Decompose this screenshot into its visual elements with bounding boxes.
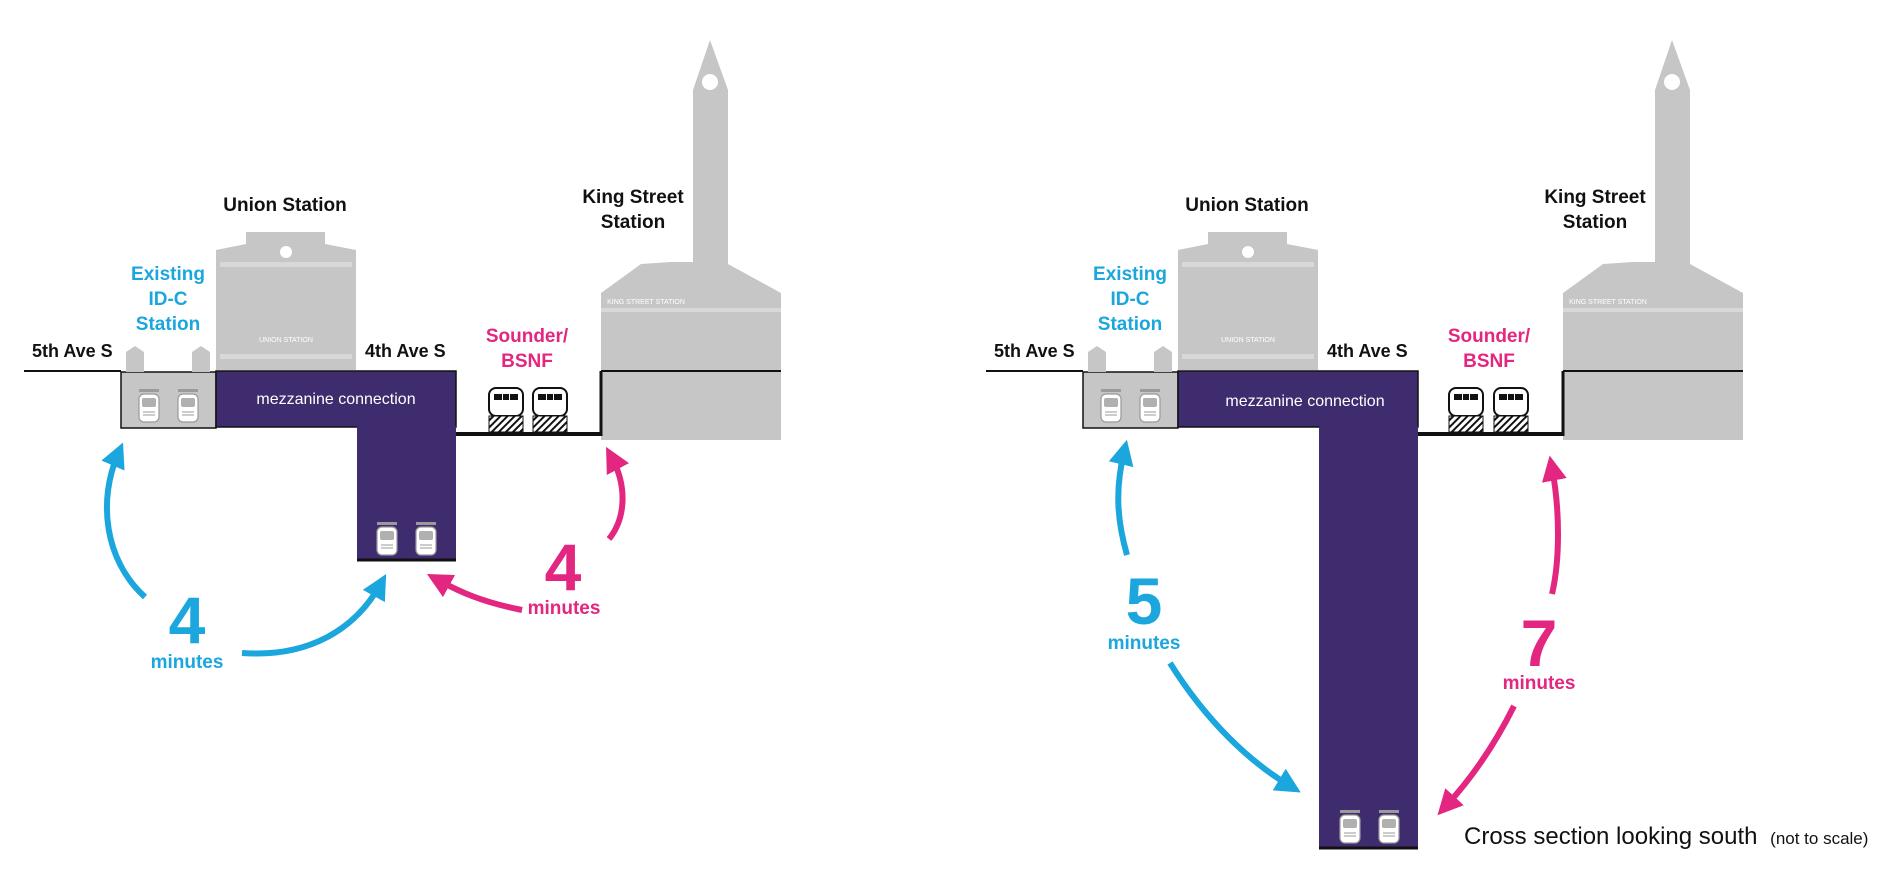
blue-arrow-to-platform (1167, 661, 1301, 793)
caption-note: (not to scale) (1770, 829, 1868, 848)
blue-arrow-to-idc (101, 442, 148, 600)
left-panel-current-layout: UNION STATION KING STREET STATION mezzan… (24, 40, 781, 673)
sounder-label-line1: Sounder/ (486, 326, 569, 347)
blue-arrow-to-idc (1108, 439, 1134, 556)
blue-minutes-value: 5 (1126, 564, 1163, 638)
existing-label-line1: Existing (1093, 264, 1167, 285)
pink-arrow-to-platform (426, 573, 523, 613)
blue-arrow-to-platform (241, 574, 387, 657)
king-street-label-line1: King Street (1544, 187, 1646, 208)
blue-minutes-unit: minutes (151, 652, 224, 673)
union-station-building: UNION STATION (1178, 232, 1318, 370)
existing-idc-station-box (1082, 371, 1179, 429)
blue-minutes-unit: minutes (1108, 633, 1181, 654)
union-station-sign: UNION STATION (1221, 337, 1275, 344)
pink-arrow-to-platform (1437, 704, 1517, 816)
king-street-sign: KING STREET STATION (607, 299, 685, 306)
union-station-label: Union Station (1185, 195, 1308, 216)
sounder-train (488, 387, 524, 433)
fourth-ave-label: 4th Ave S (365, 341, 446, 361)
sounder-label-line1: Sounder/ (1448, 326, 1531, 347)
right-panel-proposed-layout: UNION STATION KING STREET STATION mezzan… (986, 40, 1743, 850)
pink-minutes-unit: minutes (1503, 673, 1576, 694)
king-street-label-line2: Station (601, 212, 665, 233)
king-street-label-line2: Station (1563, 212, 1627, 233)
fifth-ave-label: 5th Ave S (994, 341, 1075, 361)
mezzanine-label: mezzanine connection (1225, 393, 1384, 410)
pink-arrow-to-sounder (1541, 455, 1567, 595)
king-street-station-building: KING STREET STATION (1563, 40, 1743, 440)
pink-minutes-unit: minutes (528, 598, 601, 619)
pink-minutes-value: 4 (545, 530, 582, 604)
existing-label-line2: ID-C (148, 289, 187, 310)
sounder-train (1448, 387, 1484, 433)
sounder-label-line2: BSNF (501, 351, 553, 372)
union-station-building: UNION STATION (216, 232, 356, 370)
king-street-sign: KING STREET STATION (1569, 299, 1647, 306)
fifth-ave-label: 5th Ave S (32, 341, 113, 361)
sounder-label-line2: BSNF (1463, 351, 1515, 372)
mezzanine-connection: mezzanine connection (215, 370, 457, 562)
existing-idc-station-box (120, 371, 217, 429)
pink-minutes-value: 7 (1521, 606, 1558, 680)
blue-minutes-value: 4 (169, 583, 206, 657)
sounder-train (532, 387, 568, 433)
pink-arrow-to-sounder (606, 446, 630, 541)
king-street-station-building: KING STREET STATION (601, 40, 781, 440)
sounder-train (1493, 387, 1529, 433)
existing-label-line3: Station (1098, 314, 1162, 335)
king-street-label-line1: King Street (582, 187, 684, 208)
caption: Cross section looking south (not to scal… (1464, 823, 1868, 850)
mezzanine-connection: mezzanine connection (1177, 370, 1419, 850)
existing-label-line1: Existing (131, 264, 205, 285)
fourth-ave-label: 4th Ave S (1327, 341, 1408, 361)
caption-main: Cross section looking south (1464, 823, 1757, 850)
union-station-label: Union Station (223, 195, 346, 216)
existing-label-line2: ID-C (1110, 289, 1149, 310)
mezzanine-label: mezzanine connection (256, 391, 415, 408)
union-station-sign: UNION STATION (259, 337, 313, 344)
existing-label-line3: Station (136, 314, 200, 335)
